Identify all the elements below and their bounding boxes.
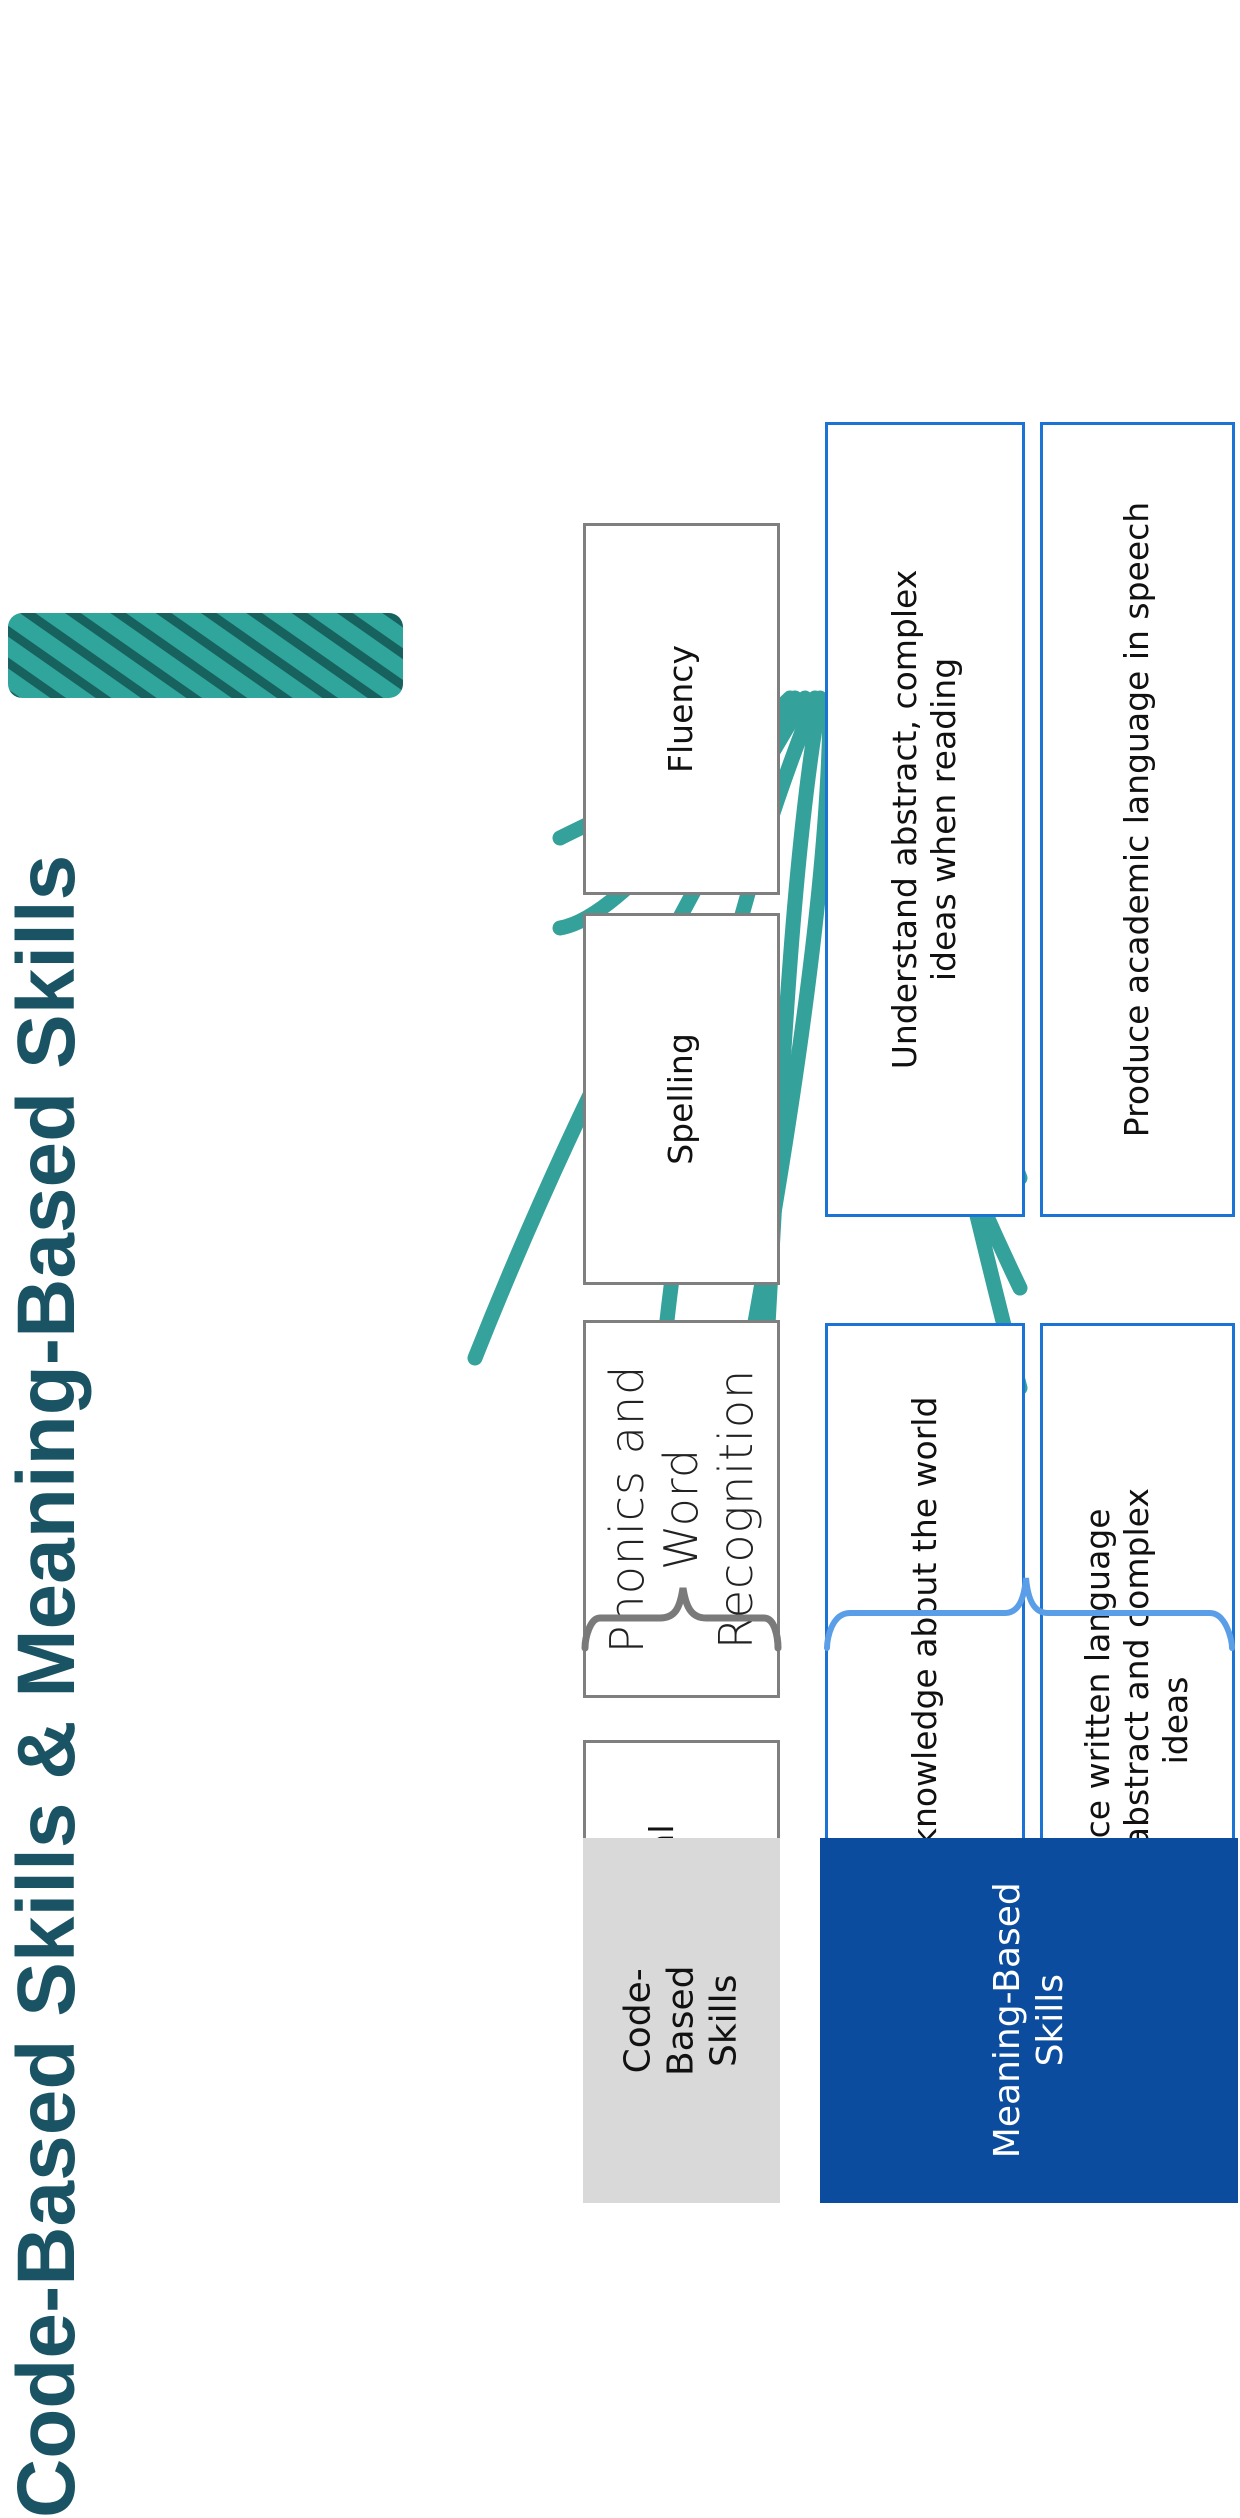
category-text: Meaning-Based Skills bbox=[986, 1882, 1071, 2159]
category-label-meaning: Meaning-Based Skills bbox=[820, 1838, 1238, 2203]
category-text: Code-Based Skills bbox=[617, 1965, 746, 2076]
braces-layer bbox=[581, 1577, 1235, 1652]
diagram-stage: Code-Based Skills & Meaning-Based Skills bbox=[1, 422, 1235, 2518]
meaning-brace-icon bbox=[824, 1577, 1235, 1651]
code-brace-icon bbox=[581, 1587, 782, 1652]
rope-body bbox=[8, 613, 403, 698]
category-label-code: Code-Based Skills bbox=[583, 1838, 780, 2203]
